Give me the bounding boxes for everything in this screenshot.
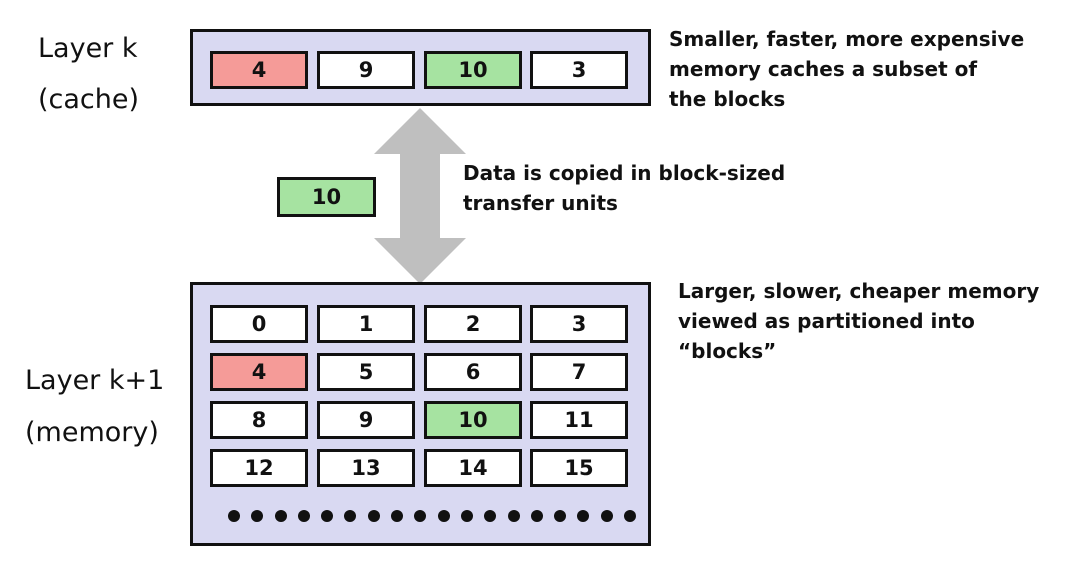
memory-block: 8 (210, 401, 308, 439)
memory-block: 3 (530, 305, 628, 343)
cache-layer-title: Layer k (38, 33, 138, 64)
ellipsis-dot (344, 510, 357, 522)
double-arrow-icon (374, 108, 466, 284)
cache-block-3: 10 (424, 51, 522, 89)
memory-layer-subtitle: (memory) (25, 417, 159, 448)
ellipsis-dot (228, 510, 240, 522)
ellipsis-dot (297, 510, 310, 522)
memory-layer-title: Layer k+1 (25, 365, 165, 396)
memory-description: Larger, slower, cheaper memory viewed as… (678, 279, 1040, 363)
cache-block-2: 9 (317, 51, 415, 89)
ellipsis-dot (577, 510, 590, 522)
ellipsis-dots (228, 506, 638, 528)
ellipsis-dot (414, 510, 427, 522)
cache-block-1: 4 (210, 51, 308, 89)
ellipsis-dot (437, 510, 450, 522)
memory-block: 13 (317, 449, 415, 487)
ellipsis-dot (460, 510, 473, 522)
transfer-description: Data is copied in block-sized transfer u… (463, 161, 786, 215)
memory-block: 1 (317, 305, 415, 343)
cache-description: Smaller, faster, more expensive memory c… (669, 27, 1025, 111)
transfer-block: 10 (277, 177, 376, 217)
memory-block: 0 (210, 305, 308, 343)
ellipsis-dot (624, 510, 636, 522)
ellipsis-dot (507, 510, 520, 522)
ellipsis-dot (274, 510, 287, 522)
memory-block: 6 (424, 353, 522, 391)
memory-block: 12 (210, 449, 308, 487)
cache-layer-subtitle: (cache) (38, 84, 140, 115)
memory-block: 11 (530, 401, 628, 439)
memory-block: 10 (424, 401, 522, 439)
memory-panel: 0 1 2 3 4 5 6 7 8 9 10 11 12 13 14 15 (190, 282, 651, 546)
memory-block: 14 (424, 449, 522, 487)
ellipsis-dot (321, 510, 334, 522)
ellipsis-dot (554, 510, 567, 522)
memory-block: 7 (530, 353, 628, 391)
ellipsis-dot (367, 510, 380, 522)
ellipsis-dot (484, 510, 497, 522)
memory-block: 15 (530, 449, 628, 487)
memory-block: 9 (317, 401, 415, 439)
memory-block: 2 (424, 305, 522, 343)
cache-panel: 4 9 10 3 (190, 29, 651, 106)
ellipsis-dot (391, 510, 404, 522)
ellipsis-dot (530, 510, 543, 522)
memory-block: 4 (210, 353, 308, 391)
memory-block: 5 (317, 353, 415, 391)
ellipsis-dot (251, 510, 264, 522)
cache-block-4: 3 (530, 51, 628, 89)
ellipsis-dot (600, 510, 613, 522)
